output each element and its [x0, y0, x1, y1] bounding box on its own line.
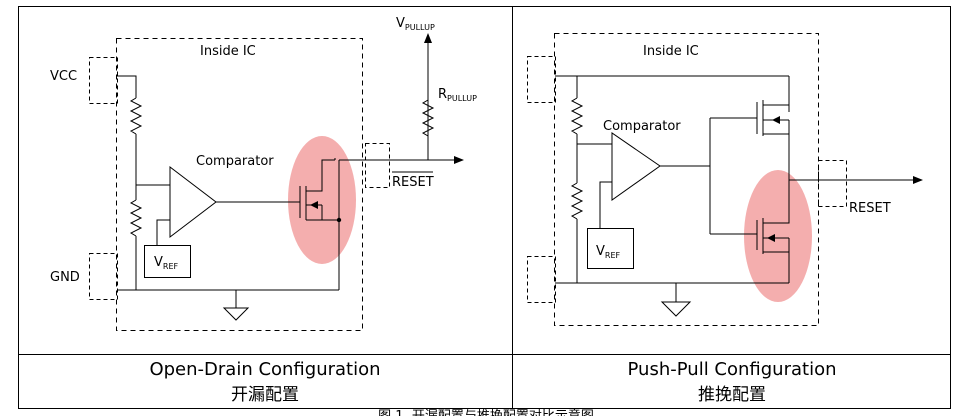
gnd-label: GND: [50, 270, 80, 285]
reset-label-right: RESET: [849, 201, 891, 216]
vpullup-label: VPULLUP: [396, 16, 435, 32]
vref-label-right: VREF: [596, 244, 621, 260]
push-pull-transistor-highlight: [744, 170, 812, 302]
caption-push-pull: Push-Pull Configuration: [628, 359, 837, 380]
gnd-pin: [89, 253, 118, 300]
vref-box-left: [144, 245, 191, 278]
comparator-right: [611, 132, 661, 201]
inside-ic-boundary: [116, 38, 363, 331]
pullup-resistor: [421, 99, 435, 137]
caption-push-pull-zh: 推挽配置: [698, 385, 766, 405]
reset-pin-left: [365, 143, 390, 188]
divider-resistor-bottom: [129, 199, 143, 237]
push-pull-diagram: Inside IC Comparator VREF RESET Push-Pul…: [527, 33, 923, 405]
open-drain-diagram: Inside IC VCC GND Comparator VREF VPULLU…: [50, 16, 477, 405]
open-drain-transistor-highlight: [288, 136, 356, 264]
figure-table-frame: [18, 6, 951, 409]
ground-symbol-left: [222, 307, 250, 321]
comparator-label-left: Comparator: [196, 154, 274, 169]
caption-open-drain: Open-Drain Configuration: [149, 359, 380, 380]
vcc-pin-right: [527, 56, 556, 103]
inside-ic-label-left: Inside IC: [200, 44, 256, 59]
vcc-label: VCC: [50, 69, 77, 84]
divider-resistor-top: [129, 97, 143, 135]
ground-symbol-right: [660, 301, 692, 317]
vcc-pin: [89, 57, 118, 104]
vref-label-left: VREF: [154, 255, 179, 271]
caption-open-drain-zh: 开漏配置: [231, 385, 299, 405]
inside-ic-label-right: Inside IC: [643, 44, 699, 59]
rpullup-label: RPULLUP: [438, 87, 477, 103]
vref-box-right: [587, 228, 634, 269]
reset-pin-right: [818, 160, 847, 207]
reset-label-left: RESET: [392, 175, 434, 190]
comparator-label-right: Comparator: [603, 119, 681, 134]
figure-caption: 图 1. 开漏配置与推挽配置对比示意图: [378, 408, 594, 416]
gnd-pin-right: [527, 256, 556, 303]
comparator-left: [169, 165, 217, 239]
